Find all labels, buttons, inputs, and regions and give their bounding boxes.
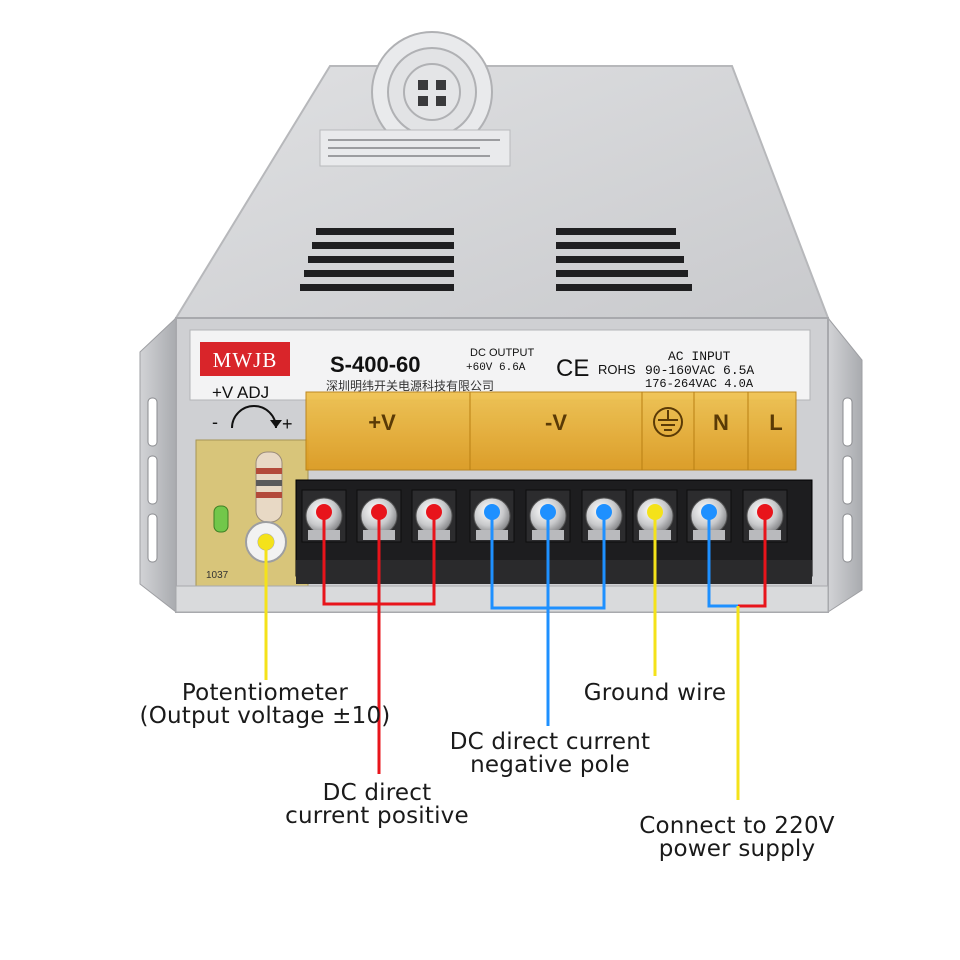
ground-caption-text: Ground wire bbox=[583, 680, 727, 706]
led-indicator-icon bbox=[213, 505, 229, 533]
potentiometer-caption-line1: Potentiometer bbox=[181, 680, 349, 706]
chassis-top bbox=[174, 65, 830, 319]
board-code: 1037 bbox=[206, 570, 229, 581]
ac-bracket-blue bbox=[707, 512, 738, 608]
vent-slots-left bbox=[300, 228, 454, 291]
ac-input-line2: 176-264VAC 4.0A bbox=[645, 377, 754, 391]
terminal-block-base bbox=[296, 560, 812, 584]
ac-input-title: AC INPUT bbox=[668, 349, 731, 364]
brand-text: MWJB bbox=[213, 348, 278, 372]
potentiometer-caption: Potentiometer (Output voltage ±10) bbox=[115, 682, 415, 728]
terminal-label-positive: +V bbox=[368, 410, 396, 435]
dc-negative-caption-line1: DC direct current bbox=[449, 729, 651, 755]
chassis-left-flange bbox=[139, 316, 177, 614]
terminal-label-line: L bbox=[769, 410, 782, 435]
wire-guides bbox=[264, 512, 767, 800]
adj-plus: + bbox=[282, 414, 293, 434]
dc-negative-caption: DC direct current negative pole bbox=[430, 731, 670, 777]
right-side-vents bbox=[842, 397, 853, 563]
ground-caption: Ground wire bbox=[560, 682, 750, 705]
earth-ground-icon bbox=[653, 407, 683, 437]
model-text: S-400-60 bbox=[330, 352, 421, 377]
adj-minus: - bbox=[212, 412, 218, 432]
dc-positive-caption: DC direct current positive bbox=[272, 782, 482, 828]
label-strip bbox=[189, 329, 811, 401]
vent-slots-right bbox=[556, 228, 692, 291]
ce-mark: CE bbox=[556, 355, 589, 382]
fan-icon bbox=[371, 31, 493, 153]
ac-supply-caption-line2: power supply bbox=[658, 836, 816, 862]
dc-positive-caption-line1: DC direct bbox=[322, 780, 432, 806]
rohs-mark: ROHS bbox=[598, 362, 636, 377]
terminal-screws bbox=[301, 489, 788, 543]
terminal-label-negative: -V bbox=[545, 410, 567, 435]
dc-negative-caption-line2: negative pole bbox=[470, 752, 630, 778]
potentiometer-caption-line2: (Output voltage ±10) bbox=[139, 703, 391, 729]
potentiometer-marker-dot bbox=[258, 534, 274, 550]
terminal-label-neutral: N bbox=[713, 410, 729, 435]
ac-supply-caption-line1: Connect to 220V bbox=[639, 813, 835, 839]
dc-output-rating: +60V 6.6A bbox=[466, 362, 526, 374]
ac-input-line1: 90-160VAC 6.5A bbox=[645, 363, 754, 378]
pcb-board bbox=[195, 439, 309, 587]
ac-supply-caption: Connect to 220V power supply bbox=[612, 815, 862, 861]
brand-badge bbox=[200, 342, 290, 376]
terminal-cover bbox=[305, 391, 797, 471]
resistor-component bbox=[255, 451, 283, 523]
dc-positive-caption-line2: current positive bbox=[285, 803, 469, 829]
left-side-vents bbox=[147, 397, 158, 563]
sticker-text-lines bbox=[328, 139, 500, 157]
adj-label: +V ADJ bbox=[212, 383, 269, 402]
dc-output-title: DC OUTPUT bbox=[470, 347, 534, 359]
adj-arrow-icon bbox=[231, 405, 277, 429]
manufacturer-text: 深圳明纬开关电源科技有限公司 bbox=[326, 379, 494, 393]
ac-bracket-red bbox=[738, 512, 767, 608]
